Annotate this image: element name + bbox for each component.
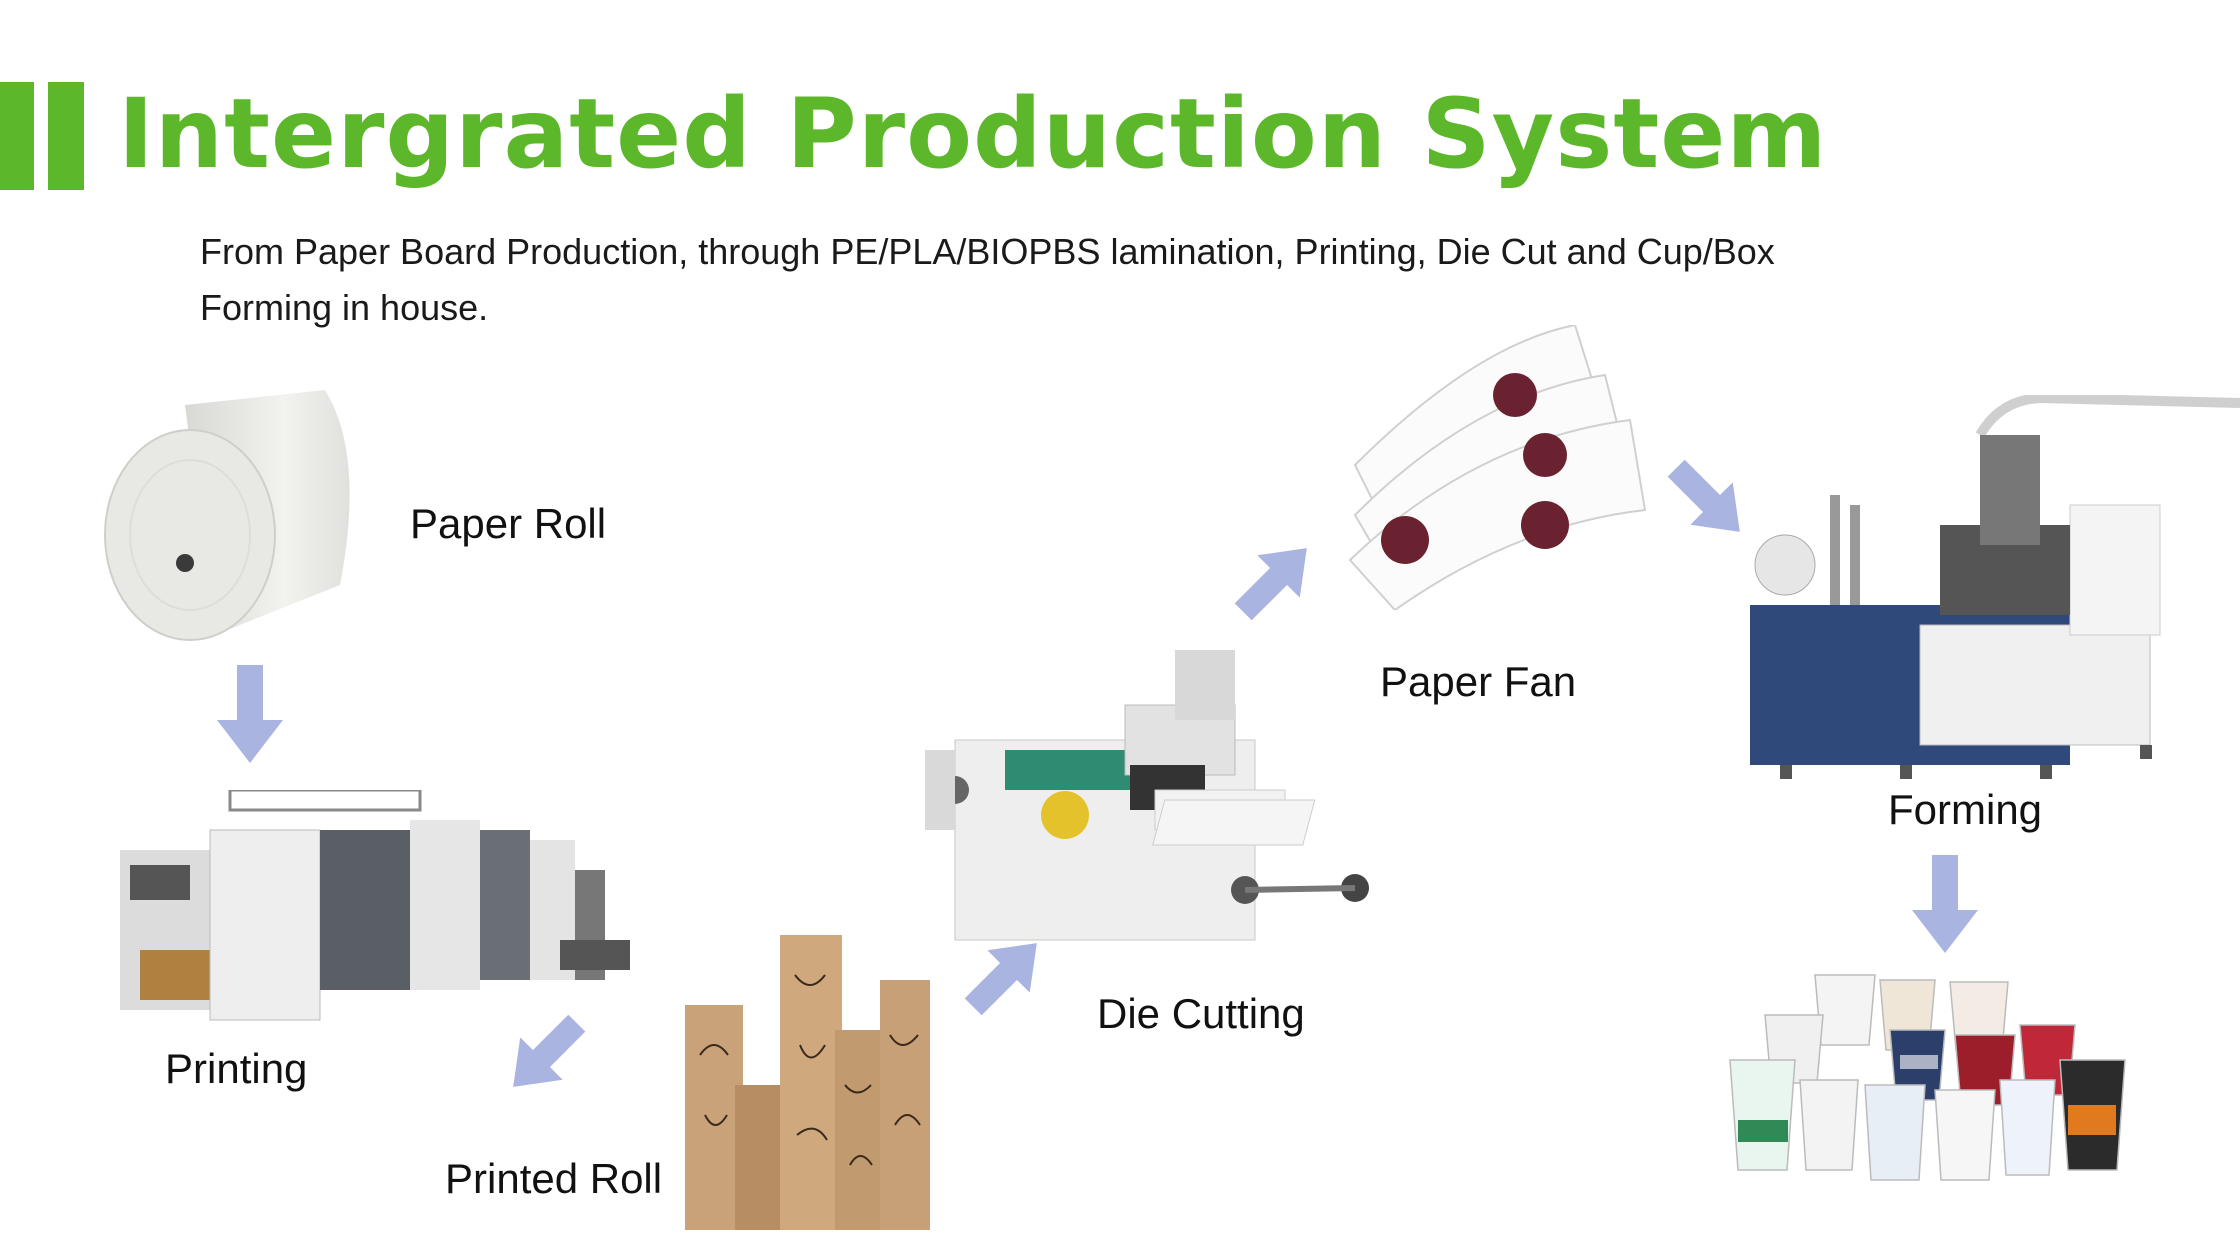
paper-cups-image <box>1729 974 2126 1181</box>
printing-machine-image <box>120 790 630 1021</box>
arrow-up-right-icon <box>1234 548 1307 621</box>
page-title: Intergrated Production System <box>118 78 1828 190</box>
stage-label-printed-roll: Printed Roll <box>445 1155 663 1202</box>
arrow-down-icon <box>217 665 283 763</box>
printed-roll-image <box>685 935 930 1230</box>
stage-label-paper-roll: Paper Roll <box>410 500 607 547</box>
die-cutting-machine-image <box>925 650 1369 941</box>
stage-label-die-cutting: Die Cutting <box>1097 990 1305 1037</box>
title-accent-bar <box>0 82 34 190</box>
arrow-down-icon <box>1912 855 1978 953</box>
stage-label-forming: Forming <box>1888 786 2043 833</box>
arrow-down-right-icon <box>1667 459 1740 532</box>
paper-roll-image <box>104 390 350 641</box>
forming-machine-image <box>1750 395 2240 779</box>
title-accent-bar <box>48 82 84 190</box>
stage-label-printing: Printing <box>165 1045 308 1092</box>
arrow-up-right-icon <box>964 943 1037 1016</box>
page-subtitle: From Paper Board Production, through PE/… <box>200 231 1775 328</box>
paper-fan-image <box>1348 325 1647 610</box>
arrow-down-right-icon <box>513 1014 586 1087</box>
stage-label-paper-fan: Paper Fan <box>1380 658 1577 705</box>
